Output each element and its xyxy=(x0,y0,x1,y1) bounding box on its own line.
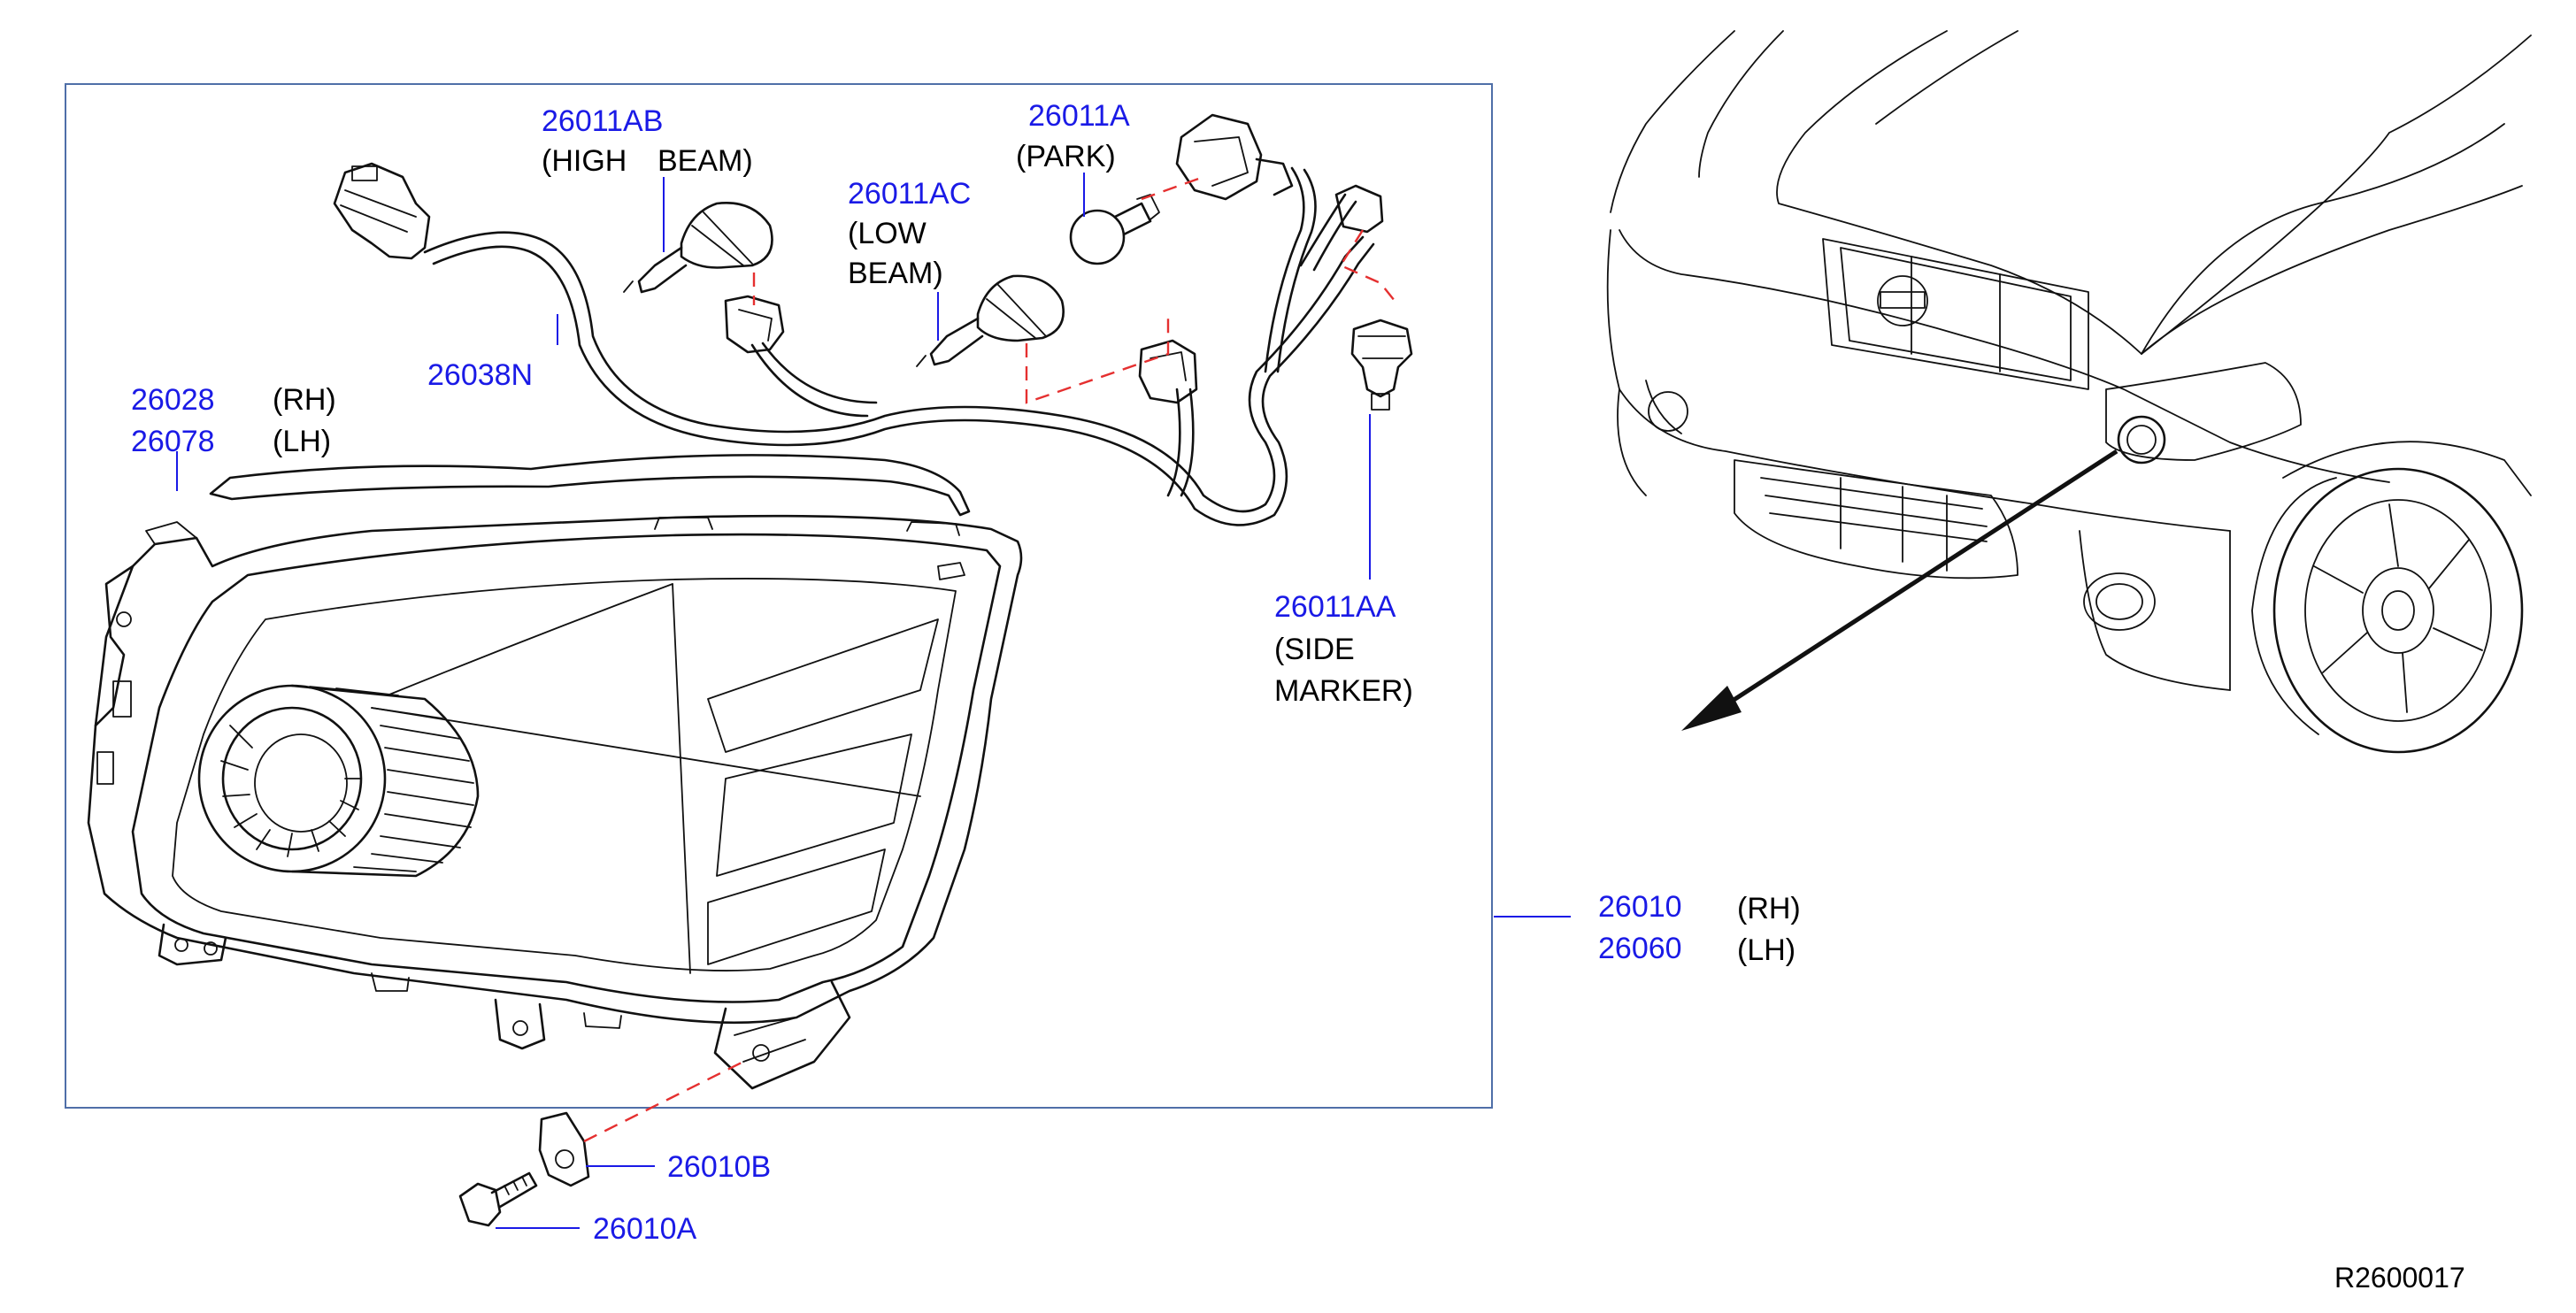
assembly-frame xyxy=(65,83,1493,1109)
part-number-26028: 26028 xyxy=(131,383,215,417)
part-number-26011A: 26011A xyxy=(1028,99,1130,133)
location-arrow xyxy=(1681,449,2118,731)
part-labels: 26011AB (HIGH BEAM) 26011A (PARK) 26011A… xyxy=(131,99,2465,1294)
part-side-rh-assy: (RH) xyxy=(1737,892,1801,925)
part-number-26060: 26060 xyxy=(1598,932,1682,965)
bulb-icon xyxy=(1069,194,1160,265)
dashed-link xyxy=(583,175,1399,1143)
part-desc-marker: MARKER) xyxy=(1274,674,1413,708)
part-number-26010B: 26010B xyxy=(667,1150,771,1184)
part-desc-low: (LOW xyxy=(848,217,927,250)
part-side-rh: (RH) xyxy=(273,383,336,417)
part-desc-beam: BEAM) xyxy=(657,144,753,178)
part-desc-park: (PARK) xyxy=(1016,140,1116,173)
headlamp-assembly-illustration xyxy=(87,454,1023,1090)
part-number-26038N: 26038N xyxy=(427,358,533,392)
bulb-icon xyxy=(623,202,773,294)
part-side-lh-assy: (LH) xyxy=(1737,933,1796,967)
diagram-id: R2600017 xyxy=(2334,1262,2465,1294)
part-desc-low-beam: BEAM) xyxy=(848,257,943,290)
part-number-26011AB: 26011AB xyxy=(542,104,663,138)
truck-front-illustration xyxy=(1606,30,2532,754)
part-side-lh: (LH) xyxy=(273,425,331,458)
part-number-26010A: 26010A xyxy=(593,1212,697,1246)
part-number-26010: 26010 xyxy=(1598,890,1682,924)
leader-lines xyxy=(176,173,1571,1229)
bulb-icon xyxy=(916,274,1065,367)
wiring-harness-illustration xyxy=(333,162,1384,526)
part-number-26011AA: 26011AA xyxy=(1274,590,1396,624)
part-desc-side: (SIDE xyxy=(1274,633,1355,666)
bolt-icon xyxy=(458,1171,538,1227)
part-number-26078: 26078 xyxy=(131,425,215,458)
bulb-icon xyxy=(1175,113,1294,201)
bulb-icon xyxy=(1350,319,1413,411)
part-number-26011AC: 26011AC xyxy=(848,177,971,211)
part-desc-high: (HIGH xyxy=(542,144,627,178)
clip-nut-icon xyxy=(538,1111,590,1187)
